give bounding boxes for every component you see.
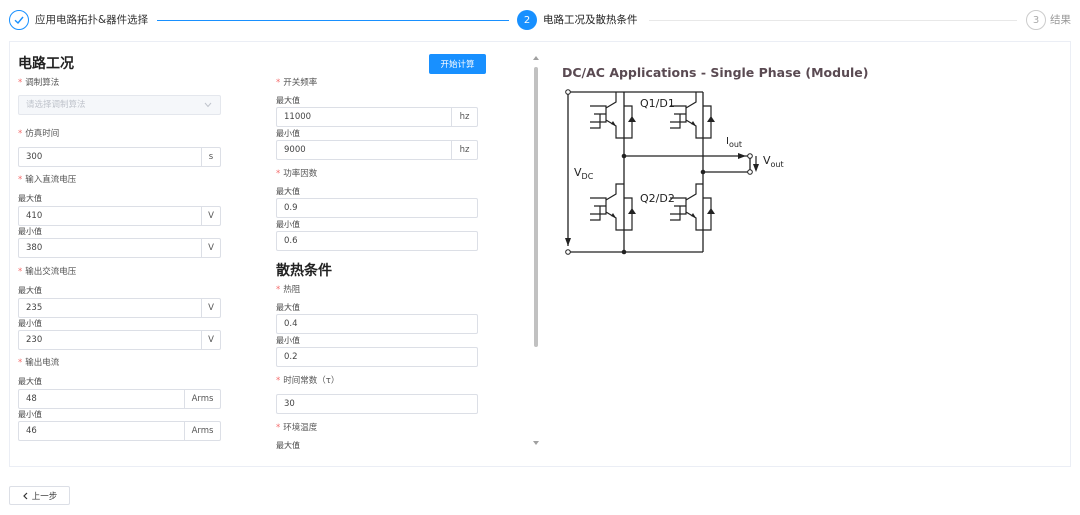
time-constant-input[interactable]: 30 <box>276 394 478 414</box>
dc-voltage-min-label: 最小值 <box>18 227 42 236</box>
thermal-resistance-min-value: 0.2 <box>284 352 298 362</box>
switch-freq-min-input[interactable]: 9000 hz <box>276 140 478 160</box>
ambient-temp-max-label: 最大值 <box>276 441 300 450</box>
previous-step-button[interactable]: 上一步 <box>9 486 70 505</box>
inverter-circuit-diagram: Q1/D1 Q2/D2 VDC Iout Vout <box>565 89 784 255</box>
form-scrollbar[interactable] <box>532 55 540 447</box>
dc-voltage-min-value: 380 <box>26 243 43 253</box>
switch-freq-label: *开关频率 <box>276 78 318 88</box>
modulation-placeholder: 请选择调制算法 <box>26 100 86 110</box>
power-factor-max-value: 0.9 <box>284 203 298 213</box>
current-max-value: 48 <box>26 394 37 404</box>
power-factor-min-label: 最小值 <box>276 220 300 229</box>
switch-freq-min-unit: hz <box>451 141 477 159</box>
q1-label: Q1/D1 <box>640 97 675 110</box>
iout-label: Iout <box>726 136 742 149</box>
switch-freq-max-unit: hz <box>451 108 477 126</box>
chevron-left-icon <box>22 492 28 499</box>
thermal-resistance-label: *热阻 <box>276 285 301 295</box>
dc-voltage-max-unit: V <box>201 207 220 225</box>
dc-voltage-min-unit: V <box>201 239 220 257</box>
thermal-resistance-max-input[interactable]: 0.4 <box>276 314 478 334</box>
time-constant-label: *时间常数（τ） <box>276 376 340 386</box>
current-min-unit: Arms <box>184 422 220 440</box>
power-factor-min-input[interactable]: 0.6 <box>276 231 478 251</box>
current-label: *输出电流 <box>18 358 60 368</box>
sim-time-unit: s <box>201 148 220 166</box>
step-1-check-icon[interactable] <box>9 10 29 30</box>
dc-voltage-min-input[interactable]: 380 V <box>18 238 221 258</box>
power-factor-min-value: 0.6 <box>284 236 298 246</box>
ac-voltage-max-value: 235 <box>26 303 43 313</box>
step-2-number[interactable]: 2 <box>517 10 537 30</box>
vout-label: Vout <box>763 154 784 169</box>
ac-voltage-min-input[interactable]: 230 V <box>18 330 221 350</box>
step-3-number[interactable]: 3 <box>1026 10 1046 30</box>
steps-bar: 应用电路拓扑&器件选择 2 电路工况及散热条件 3 结果 <box>0 0 1080 40</box>
chevron-down-icon <box>204 102 212 108</box>
scroll-up-arrow-icon[interactable] <box>533 55 539 61</box>
ambient-temp-label: *环境温度 <box>276 423 318 433</box>
dc-voltage-max-value: 410 <box>26 211 43 221</box>
switch-freq-max-value: 11000 <box>284 112 312 122</box>
start-calc-button[interactable]: 开始计算 <box>429 54 486 74</box>
power-factor-label: *功率因数 <box>276 169 318 179</box>
step-2-title[interactable]: 电路工况及散热条件 <box>543 14 638 26</box>
sim-time-input[interactable]: 300 s <box>18 147 221 167</box>
sim-time-value: 300 <box>26 152 43 162</box>
thermal-resistance-max-label: 最大值 <box>276 303 300 312</box>
ac-voltage-min-unit: V <box>201 331 220 349</box>
switch-freq-min-label: 最小值 <box>276 129 300 138</box>
current-max-input[interactable]: 48 Arms <box>18 389 221 409</box>
q2-label: Q2/D2 <box>640 192 675 205</box>
modulation-select[interactable]: 请选择调制算法 <box>18 95 221 115</box>
dc-voltage-max-label: 最大值 <box>18 194 42 203</box>
ac-voltage-min-value: 230 <box>26 335 43 345</box>
previous-step-label: 上一步 <box>31 491 58 502</box>
current-max-unit: Arms <box>184 390 220 408</box>
step-2-line <box>649 20 1017 21</box>
switch-freq-max-label: 最大值 <box>276 96 300 105</box>
thermal-resistance-min-input[interactable]: 0.2 <box>276 347 478 367</box>
current-max-label: 最大值 <box>18 377 42 386</box>
ac-voltage-max-label: 最大值 <box>18 286 42 295</box>
diagram-title: DC/AC Applications - Single Phase (Modul… <box>562 65 869 80</box>
thermal-resistance-min-label: 最小值 <box>276 336 300 345</box>
ac-voltage-label: *输出交流电压 <box>18 267 77 277</box>
thermal-resistance-max-value: 0.4 <box>284 319 298 329</box>
current-min-label: 最小值 <box>18 410 42 419</box>
scroll-down-arrow-icon[interactable] <box>533 440 539 446</box>
ac-voltage-max-unit: V <box>201 299 220 317</box>
dc-voltage-max-input[interactable]: 410 V <box>18 206 221 226</box>
power-factor-max-input[interactable]: 0.9 <box>276 198 478 218</box>
ac-voltage-min-label: 最小值 <box>18 319 42 328</box>
step-1-title[interactable]: 应用电路拓扑&器件选择 <box>35 14 149 26</box>
power-factor-max-label: 最大值 <box>276 187 300 196</box>
dc-voltage-label: *输入直流电压 <box>18 175 77 185</box>
current-min-value: 46 <box>26 426 37 436</box>
step-3-title[interactable]: 结果 <box>1050 14 1071 26</box>
switch-freq-min-value: 9000 <box>284 145 306 155</box>
thermal-title: 散热条件 <box>276 263 332 279</box>
vdc-label: VDC <box>574 166 594 181</box>
switch-freq-max-input[interactable]: 11000 hz <box>276 107 478 127</box>
main-panel <box>9 41 1071 467</box>
conditions-title: 电路工况 <box>18 56 74 72</box>
scrollbar-thumb[interactable] <box>534 67 538 347</box>
sim-time-label: *仿真时间 <box>18 129 60 139</box>
current-min-input[interactable]: 46 Arms <box>18 421 221 441</box>
modulation-label: *调制算法 <box>18 78 60 88</box>
step-1-line <box>157 20 509 21</box>
time-constant-value: 30 <box>284 399 295 409</box>
ac-voltage-max-input[interactable]: 235 V <box>18 298 221 318</box>
